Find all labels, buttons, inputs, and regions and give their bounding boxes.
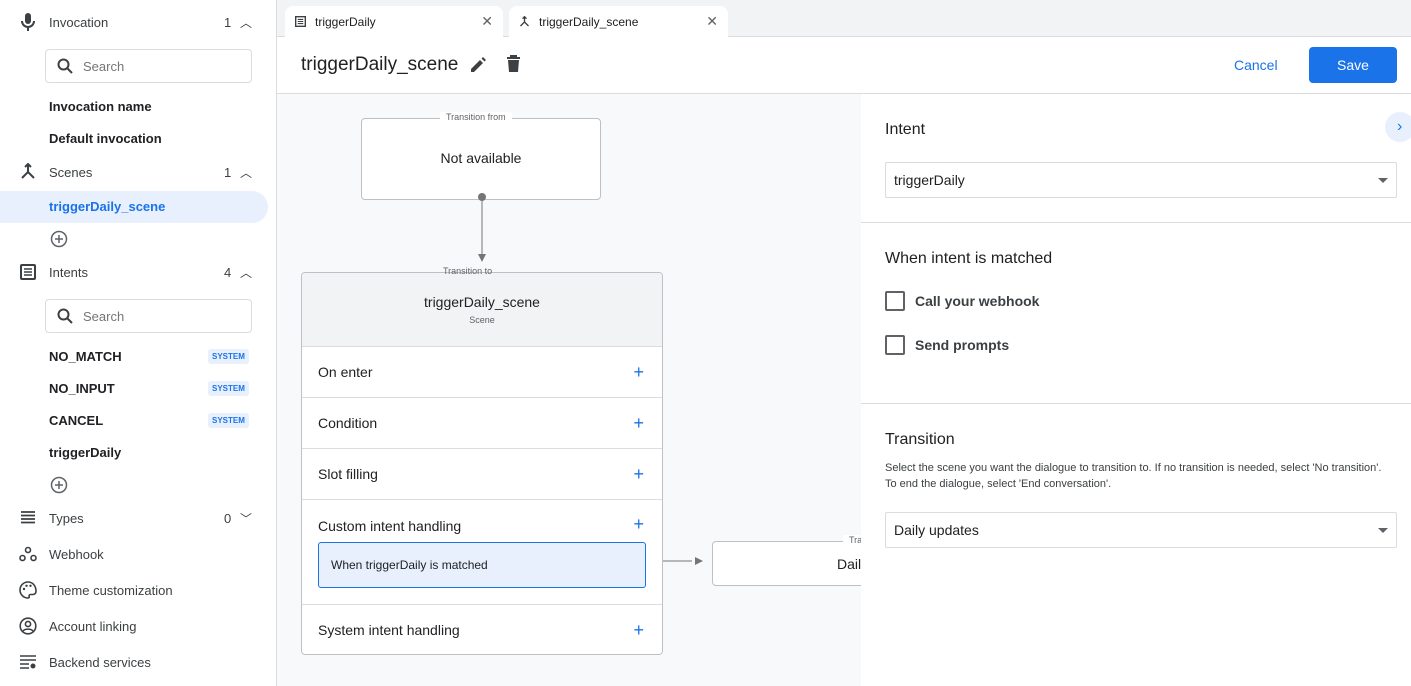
sidebar-item-account-linking[interactable]: Account linking xyxy=(0,610,277,642)
custom-intent-handling-row[interactable]: Custom intent handling+ When triggerDail… xyxy=(302,499,662,604)
dropdown-arrow-icon xyxy=(1378,178,1388,183)
system-badge: SYSTEM xyxy=(208,349,249,364)
tab-triggerdaily-scene[interactable]: triggerDaily_scene ✕ xyxy=(509,6,728,37)
sidebar-section-types[interactable]: Types 0 ﹀ xyxy=(0,502,277,534)
sidebar-item-triggerdaily[interactable]: triggerDaily xyxy=(49,445,122,460)
invocation-search[interactable] xyxy=(45,49,252,83)
search-icon xyxy=(57,308,73,324)
add-icon[interactable]: + xyxy=(633,514,644,534)
add-icon[interactable]: + xyxy=(633,361,644,382)
chevron-up-icon[interactable]: ︿ xyxy=(240,265,253,280)
divider xyxy=(861,403,1411,404)
types-icon xyxy=(18,508,38,528)
intent-select[interactable]: triggerDaily xyxy=(885,162,1397,198)
add-intent-icon[interactable] xyxy=(50,476,68,494)
on-enter-row[interactable]: On enter+ xyxy=(302,346,662,397)
sidebar-item-webhook[interactable]: Webhook xyxy=(0,538,277,570)
chevron-up-icon[interactable]: ︿ xyxy=(240,165,253,180)
webhook-icon xyxy=(18,544,38,564)
editor-header: triggerDaily_scene Cancel Save xyxy=(277,37,1411,94)
close-tab-icon[interactable]: ✕ xyxy=(706,13,718,29)
sidebar-section-intents[interactable]: Intents 4 ︿ xyxy=(0,256,277,288)
page-title: triggerDaily_scene xyxy=(301,54,459,75)
intent-settings-panel: › Intent triggerDaily When intent is mat… xyxy=(861,94,1411,686)
add-scene-icon[interactable] xyxy=(50,230,68,248)
intent-handler-triggerdaily[interactable]: When triggerDaily is matched xyxy=(318,542,646,588)
sidebar-item-default-invocation[interactable]: Default invocation xyxy=(49,131,162,146)
add-icon[interactable]: + xyxy=(633,412,644,433)
checkbox-box xyxy=(885,291,905,311)
search-icon xyxy=(57,58,73,74)
intents-search[interactable] xyxy=(45,299,252,333)
collapse-panel-chevron-icon[interactable]: › xyxy=(1385,112,1411,142)
condition-row[interactable]: Condition+ xyxy=(302,397,662,448)
scene-node: triggerDaily_scene Scene On enter+ Condi… xyxy=(301,272,663,655)
sidebar-item-no-input[interactable]: NO_INPUT xyxy=(49,381,115,396)
save-button[interactable]: Save xyxy=(1309,47,1397,83)
divider xyxy=(861,222,1411,223)
sidebar-item-backend-services[interactable]: Backend services xyxy=(0,646,277,678)
account-circle-icon xyxy=(18,616,38,636)
sidebar-item-cancel[interactable]: CANCEL xyxy=(49,413,104,428)
add-icon[interactable]: + xyxy=(633,619,644,640)
slot-filling-row[interactable]: Slot filling+ xyxy=(302,448,662,499)
tab-triggerdaily[interactable]: triggerDaily ✕ xyxy=(285,6,503,37)
scene-canvas[interactable]: Transition from Not available triggerDai… xyxy=(277,94,861,686)
sidebar: Invocation 1 ︿ Invocation name Default i… xyxy=(0,0,277,686)
delete-trash-icon[interactable] xyxy=(506,55,521,73)
tab-bar: triggerDaily ✕ triggerDaily_scene ✕ xyxy=(277,0,1411,37)
cancel-button[interactable]: Cancel xyxy=(1234,57,1278,73)
chevron-up-icon[interactable]: ︿ xyxy=(240,15,253,30)
scene-merge-icon xyxy=(18,162,38,182)
invocation-search-input[interactable] xyxy=(83,58,233,74)
microphone-icon xyxy=(18,12,38,32)
sidebar-section-scenes[interactable]: Scenes 1 ︿ xyxy=(0,156,277,188)
transition-from-node: Transition from Not available xyxy=(361,112,601,200)
send-prompts-checkbox[interactable]: Send prompts xyxy=(885,335,1009,355)
transition-select[interactable]: Daily updates xyxy=(885,512,1397,548)
add-icon[interactable]: + xyxy=(633,463,644,484)
dropdown-arrow-icon xyxy=(1378,528,1388,533)
next-scene-node[interactable]: Transition to Daily updates xyxy=(712,535,861,586)
system-intent-handling-row[interactable]: System intent handling+ xyxy=(302,604,662,654)
backend-settings-icon xyxy=(18,652,38,672)
intent-icon xyxy=(295,16,306,27)
sidebar-item-theme-customization[interactable]: Theme customization xyxy=(0,574,277,606)
sidebar-item-active-bg xyxy=(0,191,268,223)
system-badge: SYSTEM xyxy=(208,413,249,428)
sidebar-item-invocation-name[interactable]: Invocation name xyxy=(49,99,152,114)
scene-icon xyxy=(520,15,529,26)
sidebar-item-no-match[interactable]: NO_MATCH xyxy=(49,349,122,364)
chevron-down-icon[interactable]: ﹀ xyxy=(240,511,253,526)
palette-icon xyxy=(18,580,38,600)
checkbox-box xyxy=(885,335,905,355)
close-tab-icon[interactable]: ✕ xyxy=(481,13,493,29)
intents-search-input[interactable] xyxy=(83,308,233,324)
system-badge: SYSTEM xyxy=(208,381,249,396)
sidebar-item-triggerdaily-scene[interactable]: triggerDaily_scene xyxy=(49,199,166,214)
intent-list-icon xyxy=(18,262,38,282)
call-webhook-checkbox[interactable]: Call your webhook xyxy=(885,291,1039,311)
sidebar-section-invocation[interactable]: Invocation 1 ︿ xyxy=(0,6,277,38)
edit-pencil-icon[interactable] xyxy=(470,56,487,73)
scene-node-header: triggerDaily_scene Scene xyxy=(302,273,662,346)
